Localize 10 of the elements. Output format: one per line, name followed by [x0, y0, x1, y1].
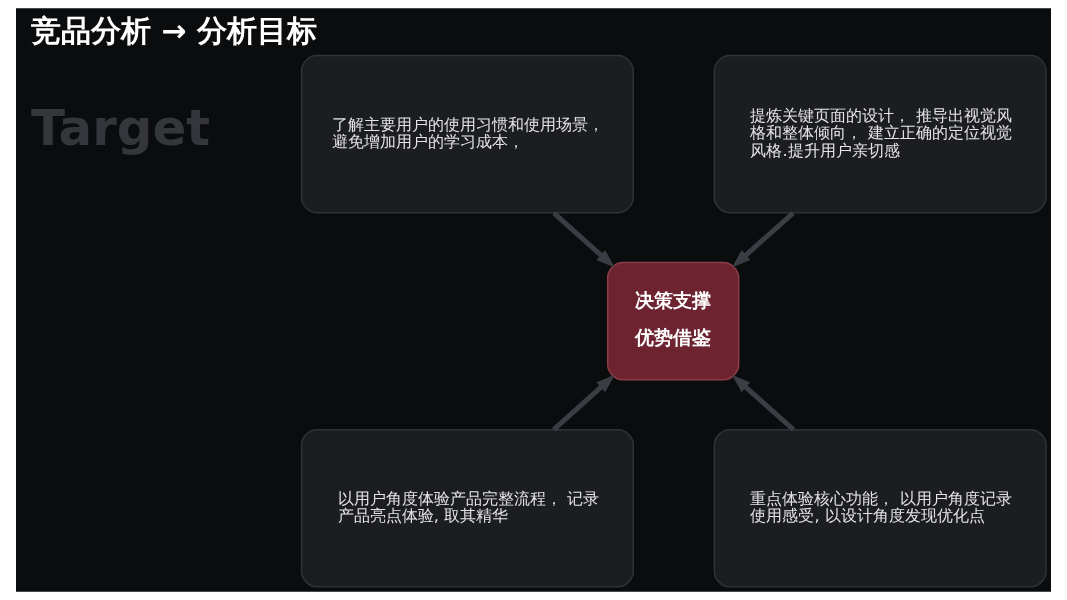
arrow: [731, 374, 796, 432]
arrow: [552, 374, 615, 432]
arrow: [732, 211, 795, 268]
node-box: 决策支撑 优势借鉴: [606, 261, 740, 381]
diagram-title: 竞品分析 → 分析目标: [30, 12, 317, 48]
node-box: 以用户角度体验产品完整流程， 记录产品亮点体验, 取其精华: [300, 428, 634, 588]
node-box: 重点体验核心功能， 以用户角度记录使用感受, 以设计角度发现优化点: [713, 428, 1047, 588]
node-box: 提炼关键页面的设计， 推导出视觉风格和整体倾向， 建立正确的定位视觉风格.提升用户亲切感: [713, 54, 1047, 214]
arrow: [552, 211, 615, 268]
node-box: 了解主要用户的使用习惯和使用场景，避免增加用户的学习成本，: [300, 54, 634, 214]
